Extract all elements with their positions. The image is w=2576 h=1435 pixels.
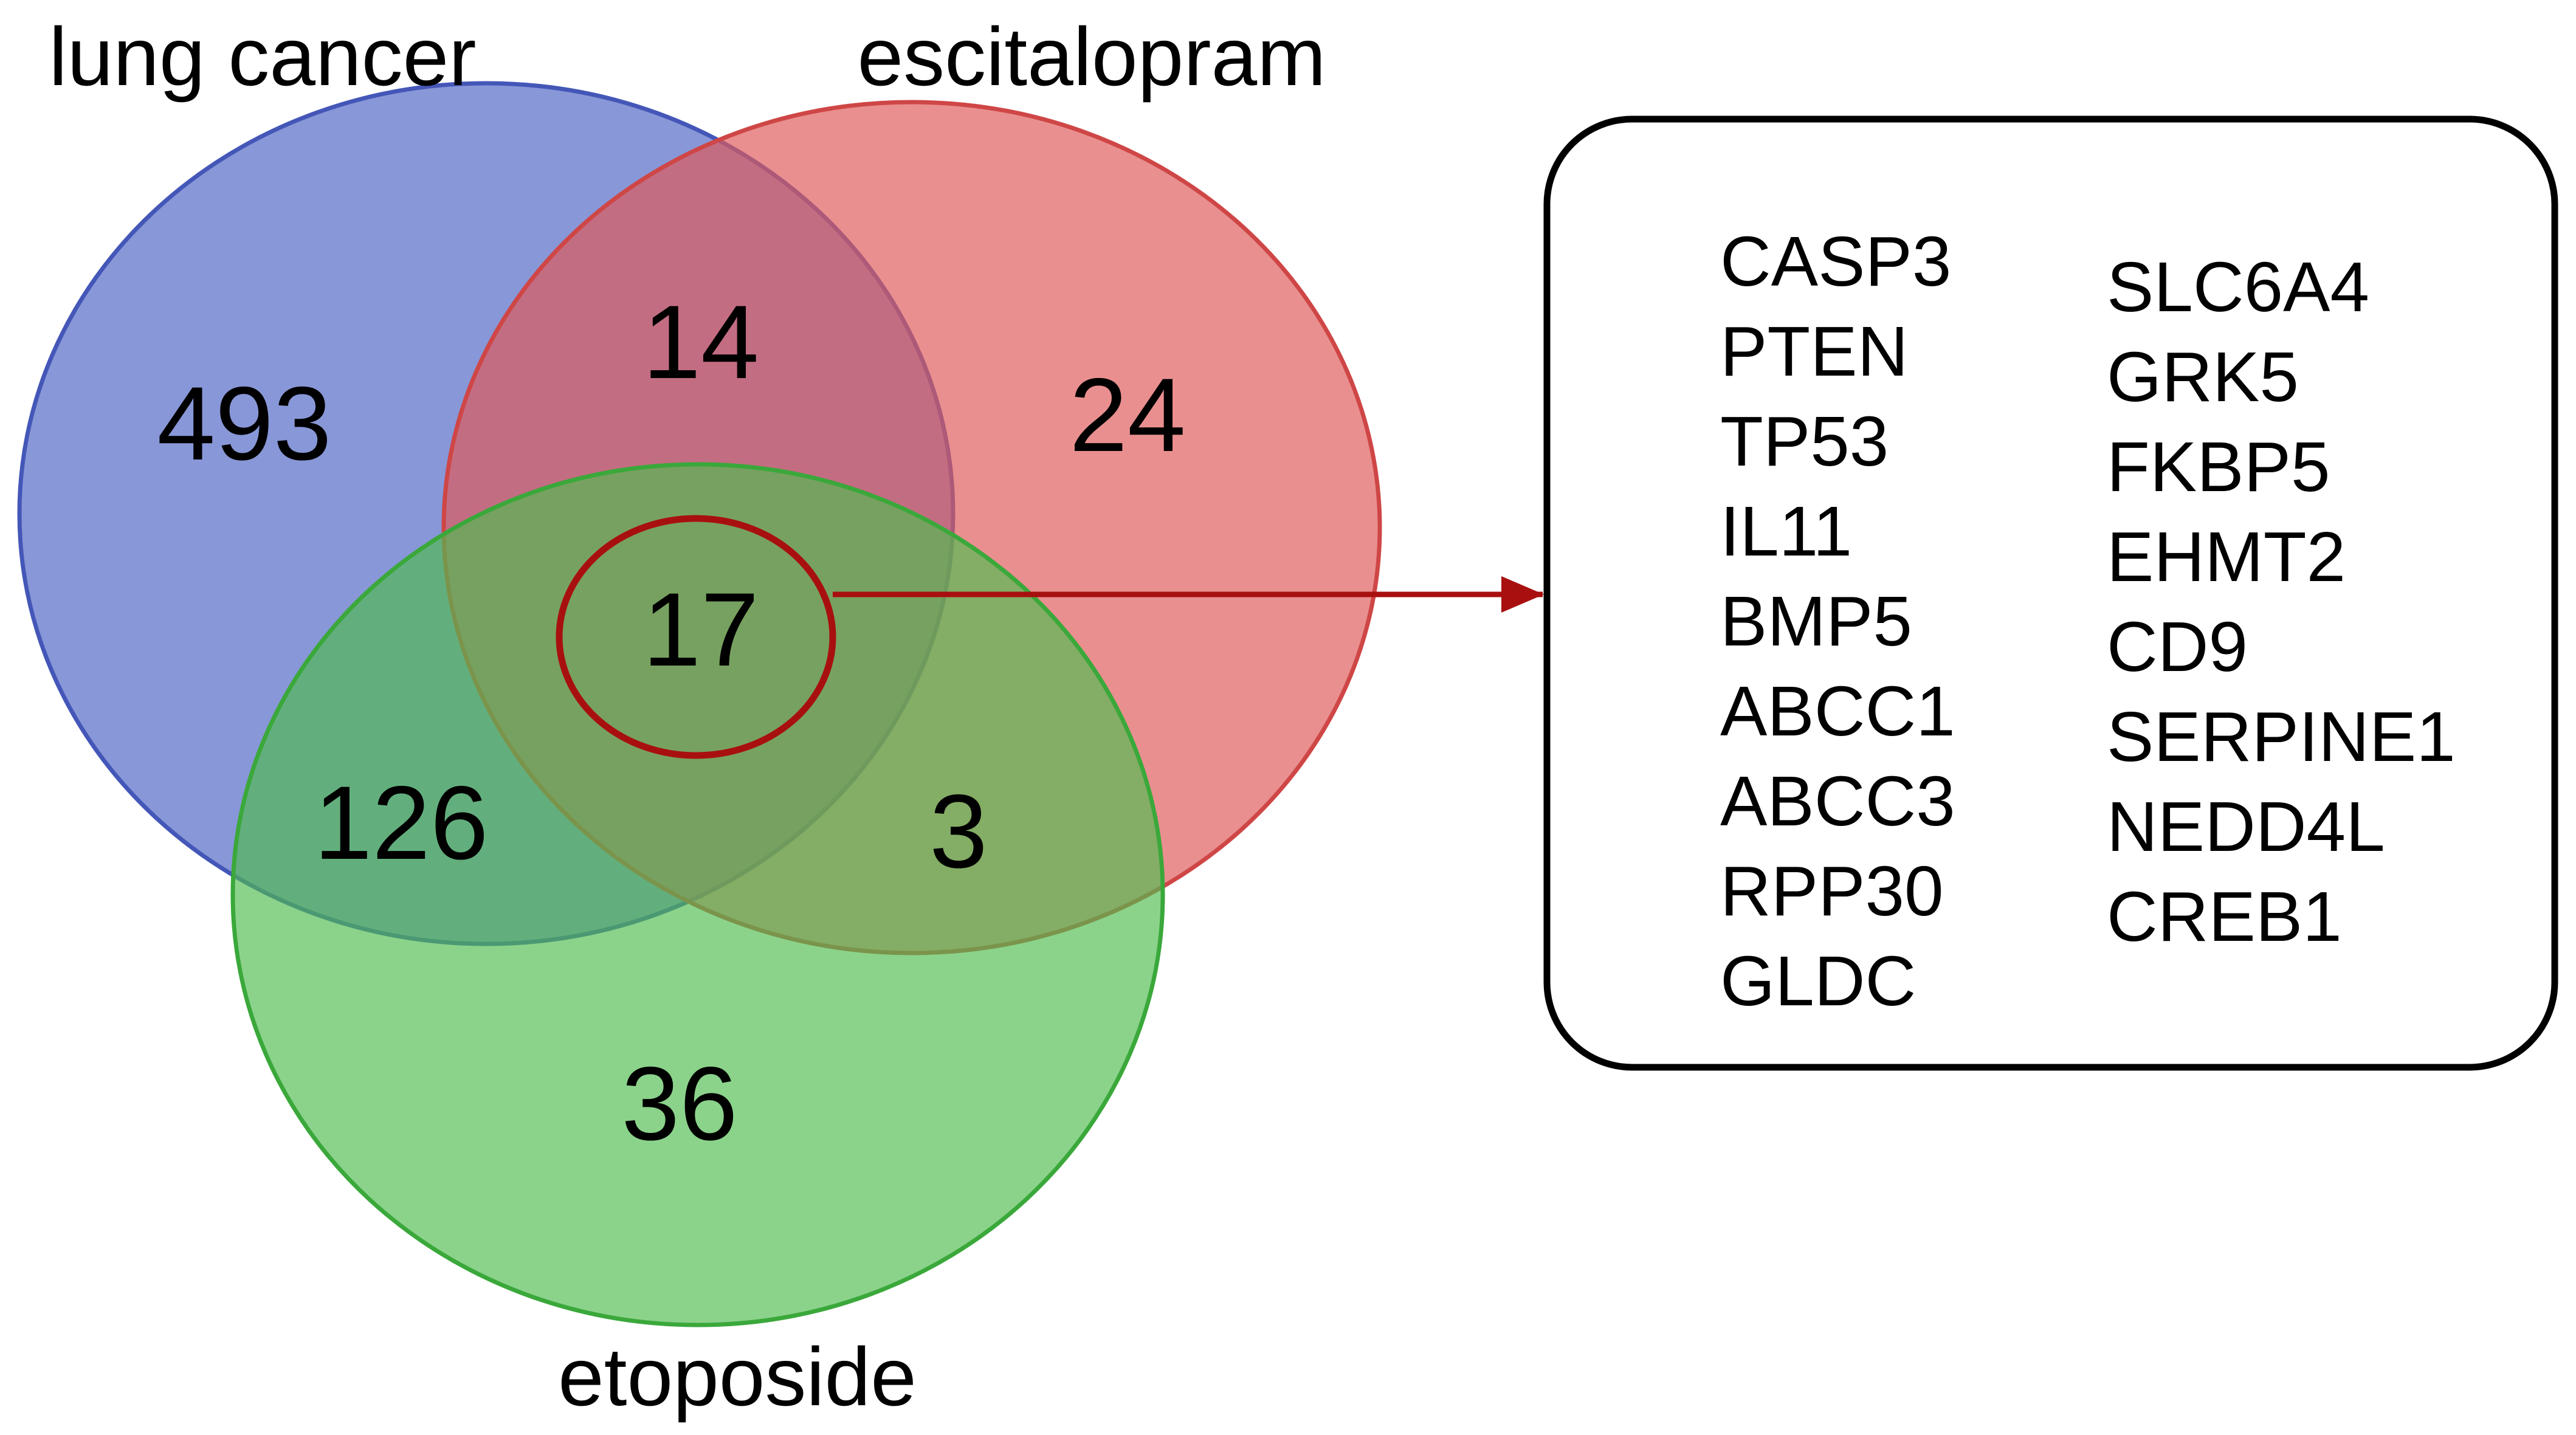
gene-name: PTEN xyxy=(1720,312,1908,391)
gene-name: NEDD4L xyxy=(2107,787,2385,866)
gene-name: IL11 xyxy=(1720,492,1852,571)
gene-list-column-2: SLC6A4 GRK5 FKBP5 EHMT2 CD9 SERPINE1 NED… xyxy=(2107,247,2456,956)
count-all-three: 17 xyxy=(642,571,759,688)
gene-name: TP53 xyxy=(1720,402,1889,481)
arrow-head xyxy=(1501,576,1544,613)
count-lung-etoposide: 126 xyxy=(314,765,489,881)
gene-name: GLDC xyxy=(1720,941,1916,1020)
gene-name: CASP3 xyxy=(1720,222,1951,301)
gene-list-box xyxy=(1543,115,2558,1071)
set-label-etoposide: etoposide xyxy=(558,1330,917,1423)
gene-name: BMP5 xyxy=(1720,582,1912,661)
highlight-ring xyxy=(556,515,836,759)
gene-name: GRK5 xyxy=(2107,337,2299,416)
gene-list-column-1: CASP3 PTEN TP53 IL11 BMP5 ABCC1 ABCC3 RP… xyxy=(1720,222,1955,1020)
gene-name: CD9 xyxy=(2107,607,2248,686)
gene-name: SLC6A4 xyxy=(2107,247,2369,326)
gene-name: CREB1 xyxy=(2107,877,2342,956)
gene-name: FKBP5 xyxy=(2107,427,2330,506)
gene-name: RPP30 xyxy=(1720,852,1944,931)
count-etoposide-only: 36 xyxy=(621,1045,737,1162)
set-label-escitalopram: escitalopram xyxy=(858,10,1326,103)
gene-name: SERPINE1 xyxy=(2107,697,2456,776)
gene-name: ABCC3 xyxy=(1720,762,1955,841)
count-escitalopram-etoposide: 3 xyxy=(929,773,988,890)
gene-name: EHMT2 xyxy=(2107,517,2346,596)
set-label-lung: lung cancer xyxy=(49,10,476,103)
count-lung-only: 493 xyxy=(157,365,332,482)
count-lung-escitalopram: 14 xyxy=(642,284,759,401)
gene-name: ABCC1 xyxy=(1720,672,1955,751)
count-escitalopram-only: 24 xyxy=(1069,357,1185,473)
set-circle-etoposide xyxy=(230,462,1165,1327)
